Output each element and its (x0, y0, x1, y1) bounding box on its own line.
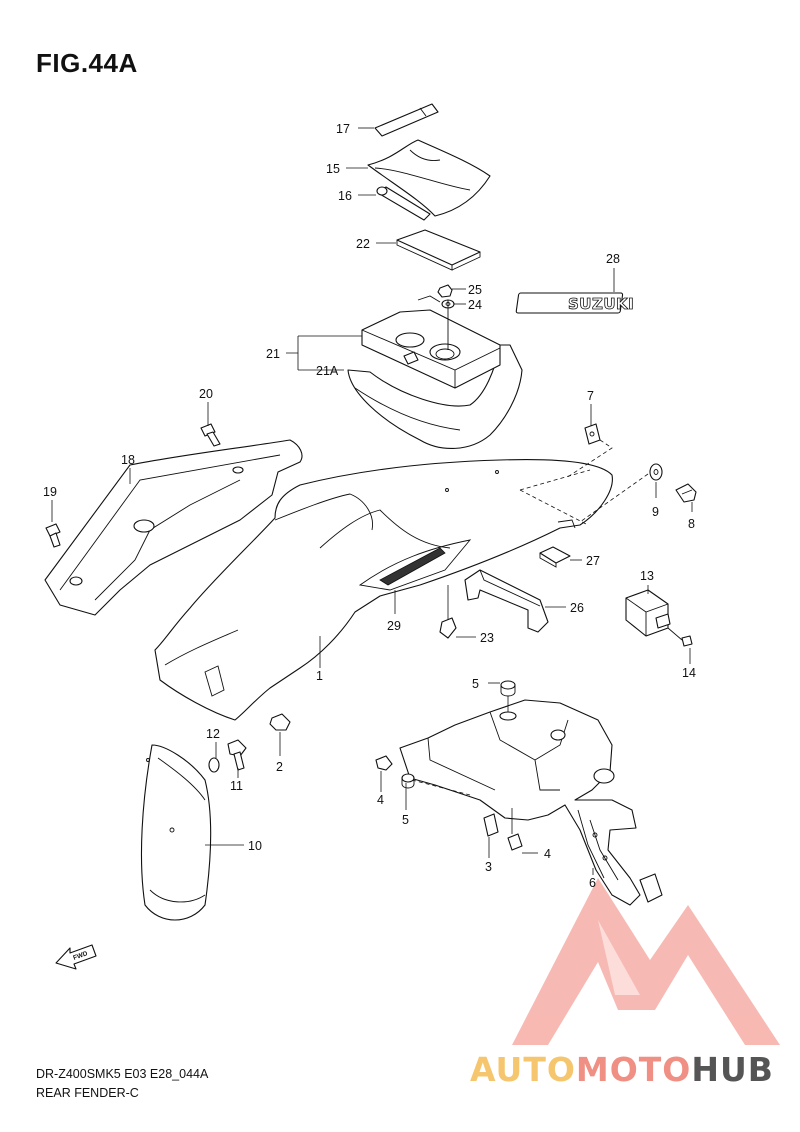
part-28-emblem: SUZUKI (515, 292, 634, 314)
label-5b: 5 (402, 813, 409, 827)
label-2: 2 (276, 760, 283, 774)
part-25-nut (437, 284, 453, 298)
label-27: 27 (586, 554, 600, 568)
watermark-text: AUTOMOTOHUB (470, 1050, 774, 1089)
label-20: 20 (199, 387, 213, 401)
part-number-labels: 17 15 16 22 25 24 21 21A 28 7 20 18 19 9… (43, 122, 696, 890)
watermark-part-1: AUTO (470, 1050, 576, 1089)
part-23-bolt (439, 585, 457, 639)
part-16-tool (376, 186, 431, 221)
part-19-bolt (45, 523, 61, 548)
figure-title: FIG.44A (36, 48, 138, 78)
part-2-nut (269, 713, 291, 731)
label-18: 18 (121, 453, 135, 467)
part-3-clip (483, 813, 499, 837)
figure-footer: DR-Z400SMK5 E03 E28_044A REAR FENDER-C (36, 1065, 208, 1103)
emblem-text: SUZUKI (568, 295, 634, 313)
part-20-bolt (200, 423, 221, 447)
part-18-side-cover (44, 439, 303, 616)
part-22-plate (396, 229, 481, 271)
part-12-washer (208, 757, 220, 773)
fwd-arrow-icon: FWD (55, 944, 97, 970)
label-21a: 21A (316, 364, 339, 378)
label-14: 14 (682, 666, 696, 680)
label-11: 11 (230, 779, 243, 793)
label-3: 3 (485, 860, 492, 874)
label-25: 25 (468, 283, 482, 297)
label-22: 22 (356, 237, 370, 251)
part-27-pad (539, 546, 571, 568)
label-23: 23 (480, 631, 494, 645)
part-9-washer (579, 463, 663, 523)
part-4-bolt-b (507, 808, 523, 851)
label-1: 1 (316, 669, 323, 683)
label-13: 13 (640, 569, 654, 583)
label-24: 24 (468, 298, 482, 312)
label-17: 17 (336, 122, 350, 136)
part-5-collar-a (500, 680, 516, 712)
label-4a: 4 (377, 793, 384, 807)
watermark-part-3: HUB (691, 1050, 774, 1089)
leader-lines (51, 127, 693, 875)
part-8-bolt (675, 483, 697, 503)
part-11-bolt (227, 739, 247, 771)
watermark-part-2: MOTO (575, 1050, 692, 1089)
part-26-handle (464, 569, 549, 633)
label-8: 8 (688, 517, 695, 531)
label-10: 10 (248, 839, 262, 853)
watermark-logo (512, 878, 780, 1045)
label-21: 21 (266, 347, 280, 361)
label-16: 16 (338, 189, 352, 203)
part-4-bolt-a (375, 755, 393, 771)
model-code: DR-Z400SMK5 E03 E28_044A (36, 1067, 209, 1081)
label-28: 28 (606, 252, 620, 266)
part-1-rear-fender (154, 458, 613, 721)
label-19: 19 (43, 485, 57, 499)
section-name: REAR FENDER-C (36, 1086, 139, 1100)
label-4b: 4 (544, 847, 551, 861)
label-7: 7 (587, 389, 594, 403)
label-6: 6 (589, 876, 596, 890)
part-5-collar-b (401, 773, 415, 789)
label-26: 26 (570, 601, 584, 615)
label-29: 29 (387, 619, 401, 633)
fwd-label: FWD (72, 950, 89, 962)
label-9: 9 (652, 505, 659, 519)
part-6-bracket (399, 699, 663, 906)
part-7-clip-nut (565, 423, 613, 479)
part-15-tool-bag (367, 139, 491, 217)
label-5a: 5 (472, 677, 479, 691)
part-17-strap (374, 103, 439, 137)
label-12: 12 (206, 727, 220, 741)
part-10-mudguard (140, 744, 212, 921)
part-14-screw (667, 627, 693, 647)
part-21-tool-box (347, 295, 523, 449)
part-13-relay (625, 589, 671, 637)
label-15: 15 (326, 162, 340, 176)
